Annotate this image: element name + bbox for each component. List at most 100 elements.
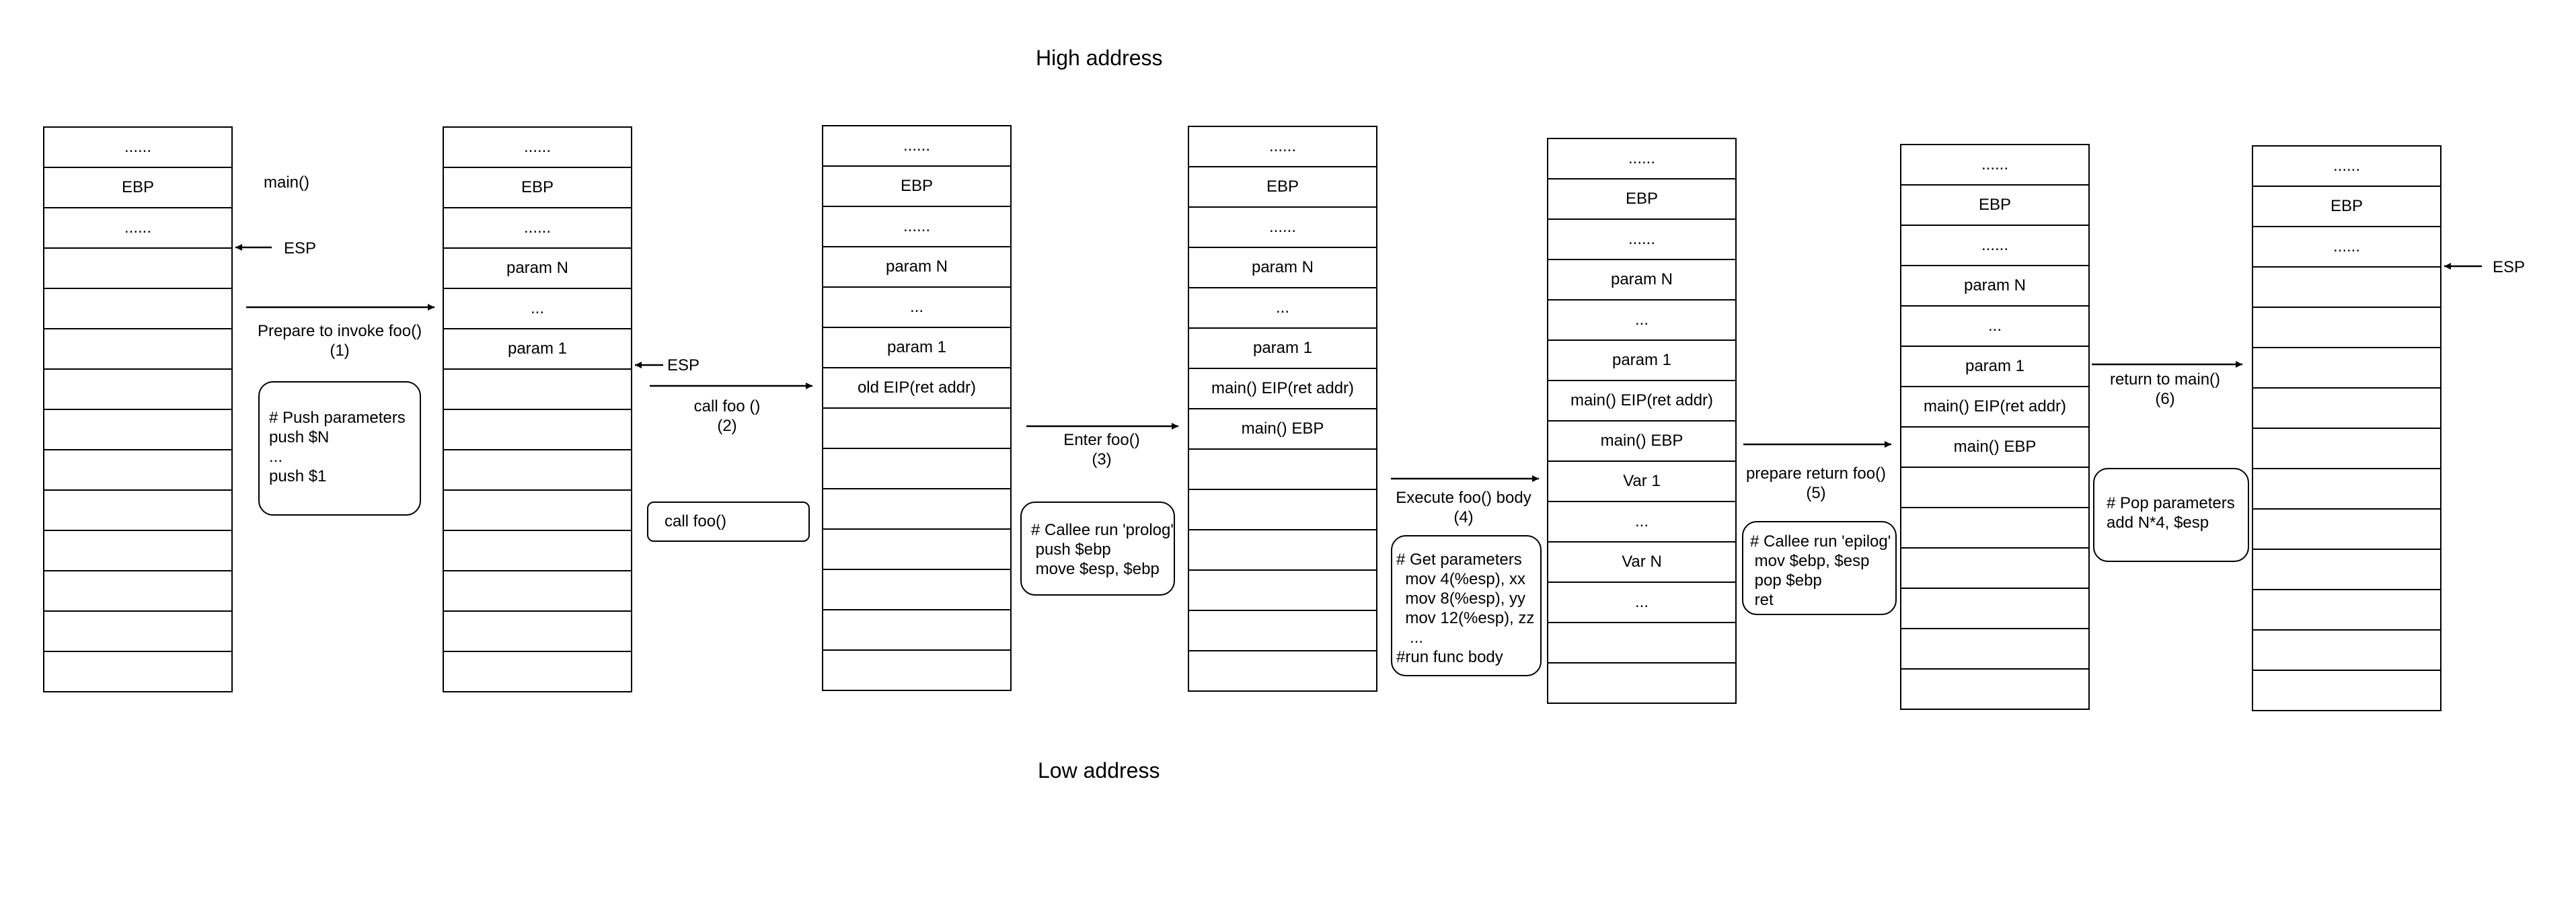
note-line: mov 8(%esp), yy [1396, 590, 1526, 608]
stack-cell: main() EIP(ret addr) [1901, 387, 2088, 428]
stack-cell [823, 610, 1010, 651]
stack-cell: param 1 [823, 328, 1010, 368]
note-line: ... [1396, 629, 1424, 647]
stack-cell: EBP [2253, 187, 2440, 227]
step-3-text: Enter foo() [1063, 431, 1140, 449]
note-get-parameters: # Get parameters mov 4(%esp), xx mov 8(%… [1391, 535, 1542, 676]
step-5-number: (5) [1806, 484, 1826, 502]
stack-cell: param N [823, 247, 1010, 288]
stack-cell: ... [1548, 301, 1735, 341]
stack-cell [1548, 664, 1735, 704]
step-6-text: return to main() [2109, 370, 2221, 389]
stack-cell: ...... [1548, 139, 1735, 179]
esp-label-2: ESP [667, 356, 700, 374]
stack-cell [444, 612, 631, 652]
stack-cell: EBP [823, 167, 1010, 207]
step-4-number: (4) [1453, 508, 1474, 526]
note-line: mov $ebp, $esp [1750, 552, 1870, 570]
stack-cell [2253, 348, 2440, 389]
stack-7-back-in-main: ......EBP...... [2252, 145, 2441, 711]
step-1-text: Prepare to invoke foo() [257, 322, 422, 340]
stack-cell: ... [1548, 583, 1735, 623]
stack-cell [823, 530, 1010, 570]
stack-cell: EBP [1548, 179, 1735, 220]
step-5-label: prepare return foo() (5) [1746, 464, 1886, 503]
stack-cell [2253, 671, 2440, 711]
stack-cell: ... [1901, 307, 2088, 347]
note-line: ... [269, 448, 283, 466]
stack-cell [1901, 670, 2088, 710]
stack-cell: ...... [1189, 127, 1376, 167]
stack-cell [44, 329, 231, 370]
main-function-label: main() [264, 173, 310, 192]
stack-cell [444, 410, 631, 450]
stack-cell: ... [823, 288, 1010, 328]
stack-cell [2253, 469, 2440, 510]
stack-cell: EBP [1189, 167, 1376, 208]
stack-cell: main() EBP [1189, 409, 1376, 450]
note-line: mov 4(%esp), xx [1396, 570, 1526, 588]
stack-cell: main() EIP(ret addr) [1548, 381, 1735, 422]
step-1-number: (1) [330, 342, 350, 360]
stack-cell [1189, 651, 1376, 692]
stack-cell [823, 489, 1010, 530]
step-2-label: call foo () (2) [694, 397, 761, 436]
stack-cell: ...... [444, 128, 631, 168]
step-2-text: call foo () [693, 397, 761, 415]
stack-cell [44, 370, 231, 410]
note-line: mov 12(%esp), zz [1396, 609, 1535, 627]
high-address-label: High address [1036, 46, 1163, 70]
stack-cell [444, 450, 631, 491]
stack-cell [2253, 308, 2440, 348]
stack-cell [444, 652, 631, 692]
stack-cell [1901, 589, 2088, 629]
stack-cell: ...... [823, 126, 1010, 167]
esp-label-7: ESP [2493, 258, 2526, 276]
stack-cell: ... [1189, 288, 1376, 329]
esp-label-1: ESP [284, 239, 317, 257]
stack-cell: ...... [444, 208, 631, 249]
stack-cell [44, 410, 231, 450]
note-line: call foo() [665, 512, 727, 530]
stack-cell [44, 491, 231, 531]
stack-cell [444, 370, 631, 410]
stack-cell: ...... [1548, 220, 1735, 260]
stack-cell [44, 612, 231, 652]
stack-cell: main() EBP [1901, 428, 2088, 468]
stack-cell [44, 289, 231, 329]
note-line: # Pop parameters [2107, 494, 2235, 512]
stack-cell [2253, 429, 2440, 469]
stack-cell [444, 571, 631, 612]
stack-cell [823, 449, 1010, 489]
stack-cell [2253, 631, 2440, 671]
note-pop-parameters: # Pop parameters add N*4, $esp [2093, 468, 2249, 562]
stack-cell [1189, 571, 1376, 611]
stack-cell [823, 651, 1010, 691]
stack-cell: Var N [1548, 543, 1735, 583]
step-4-label: Execute foo() body (4) [1396, 488, 1531, 527]
stack-2-params-pushed: ......EBP......param N...param 1 [443, 126, 632, 692]
stack-cell: ...... [1901, 226, 2088, 266]
stack-cell [1189, 450, 1376, 490]
stack-cell: ...... [2253, 147, 2440, 187]
note-line: # Push parameters [269, 409, 406, 427]
stack-cell [1901, 508, 2088, 549]
note-line: add N*4, $esp [2107, 514, 2209, 532]
stack-cell: param 1 [1189, 329, 1376, 369]
step-3-label: Enter foo() (3) [1063, 430, 1139, 469]
stack-cell: main() EIP(ret addr) [1189, 369, 1376, 409]
stack-cell [1901, 629, 2088, 670]
stack-cell [823, 570, 1010, 610]
stack-cell: param N [444, 249, 631, 289]
low-address-label: Low address [1038, 758, 1160, 783]
stack-cell [1189, 611, 1376, 651]
note-push-parameters: # Push parameters push $N ... push $1 [258, 381, 421, 516]
stack-cell: ...... [1901, 145, 2088, 186]
stack-cell [44, 652, 231, 692]
stack-cell: ... [1548, 502, 1735, 543]
stack-cell [444, 491, 631, 531]
step-3-number: (3) [1092, 450, 1112, 469]
